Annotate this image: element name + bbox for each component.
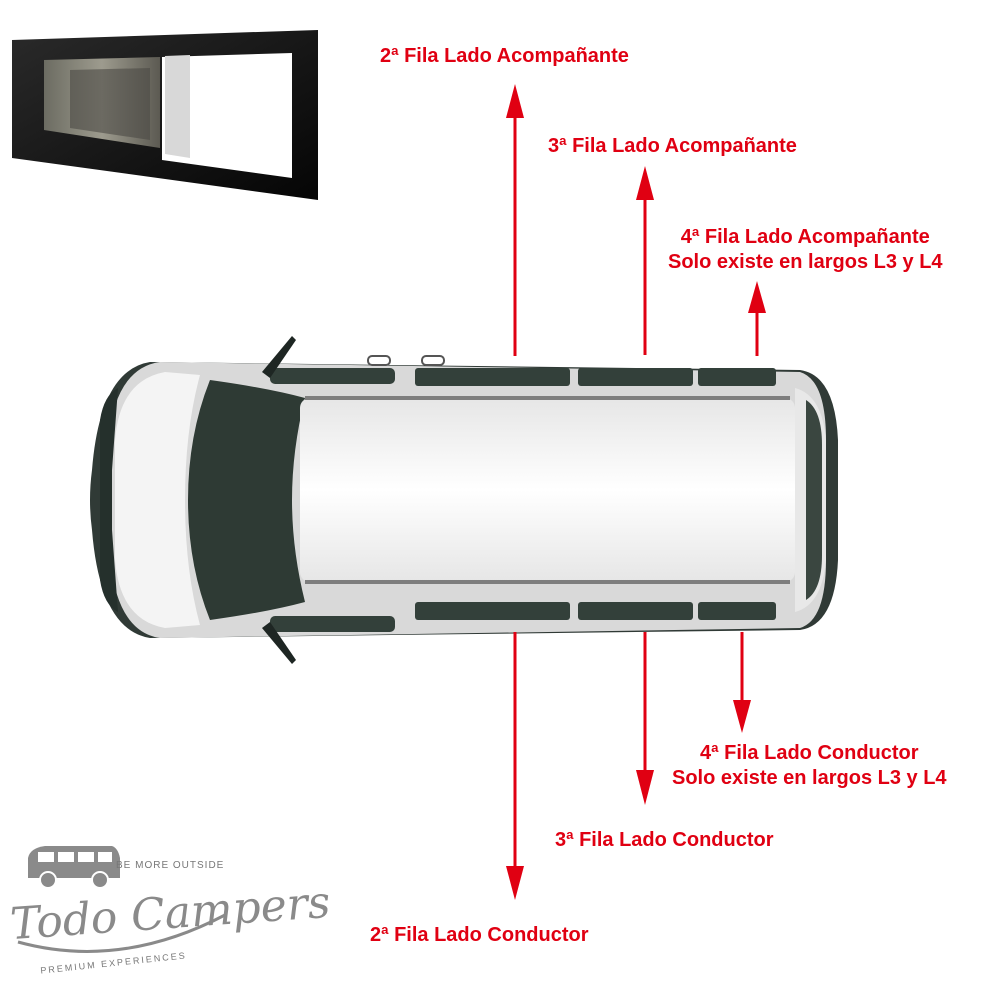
logo-tagline: BE MORE OUTSIDE <box>116 860 225 871</box>
arrow-row2-driver <box>506 632 524 900</box>
label-row3-passenger-text: 3ª Fila Lado Acompañante <box>548 135 797 157</box>
arrow-row2-passenger <box>506 84 524 356</box>
arrow-row4-passenger <box>748 281 766 356</box>
label-row2-driver: 2ª Fila Lado Conductor <box>370 923 589 948</box>
label-row2-passenger: 2ª Fila Lado Acompañante <box>380 44 629 69</box>
label-row4-passenger: 4ª Fila Lado Acompañante Solo existe en … <box>668 225 943 275</box>
arrow-row3-passenger <box>636 166 654 355</box>
label-row4-driver-title: 4ª Fila Lado Conductor <box>700 742 919 764</box>
van-top-view-icon <box>90 336 838 664</box>
label-row3-passenger: 3ª Fila Lado Acompañante <box>548 134 797 159</box>
label-row2-passenger-text: 2ª Fila Lado Acompañante <box>380 45 629 67</box>
arrow-row3-driver <box>636 632 654 805</box>
sliding-window-icon <box>12 30 318 200</box>
label-row2-driver-text: 2ª Fila Lado Conductor <box>370 924 589 946</box>
todo-campers-logo-icon <box>17 846 226 953</box>
label-row4-driver-note: Solo existe en largos L3 y L4 <box>672 767 947 789</box>
label-row4-passenger-title: 4ª Fila Lado Acompañante <box>680 226 930 248</box>
arrow-row4-driver <box>733 632 751 733</box>
label-row3-driver-text: 3ª Fila Lado Conductor <box>555 829 774 851</box>
label-row3-driver: 3ª Fila Lado Conductor <box>555 828 774 853</box>
label-row4-driver: 4ª Fila Lado Conductor Solo existe en la… <box>672 741 947 791</box>
label-row4-passenger-note: Solo existe en largos L3 y L4 <box>668 251 943 273</box>
